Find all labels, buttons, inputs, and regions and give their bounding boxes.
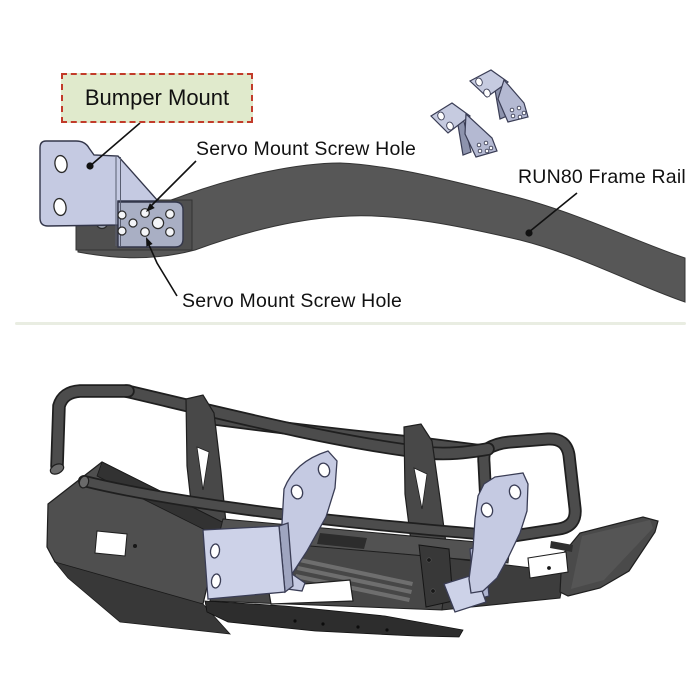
- tube-end-cap: [78, 475, 90, 489]
- bumper-assembly-illustration: [46, 384, 659, 638]
- bumper-mount-label: Bumper Mount: [84, 85, 230, 110]
- left-mount-bracket: [202, 450, 338, 600]
- end-plate-bolt: [430, 588, 436, 594]
- left-upright: [185, 394, 227, 530]
- skid-plate: [204, 600, 464, 638]
- left-horn-tube: [49, 384, 135, 475]
- section-divider: [15, 322, 686, 325]
- servo-mount-screw-hole-label-bottom: Servo Mount Screw Hole: [182, 290, 403, 312]
- callout-leaders: [86, 122, 578, 297]
- servo-mount-screw-hole-label-top: Servo Mount Screw Hole: [196, 138, 417, 160]
- bracket-oval-holes: [53, 154, 68, 217]
- right-wing-recess: [550, 541, 573, 552]
- left-wing: [46, 461, 231, 635]
- right-mount-bracket: [443, 472, 529, 613]
- left-wing-opening: [94, 530, 128, 557]
- right-wing-bolt: [547, 566, 551, 570]
- servo-bottom-leader: [146, 237, 178, 297]
- right-wing-opening: [527, 551, 569, 579]
- front-slats: [295, 558, 413, 602]
- left-mount-base: [202, 525, 286, 600]
- frame-rail-label: RUN80 Frame Rail: [518, 166, 686, 188]
- bracket-plate: [39, 140, 160, 227]
- right-mount-tall-plate: [468, 472, 529, 594]
- left-wing-chamfer: [53, 561, 231, 635]
- loose-bracket-left: [430, 102, 498, 158]
- frame-rail-band: [77, 162, 686, 303]
- servo-top-leader: [146, 160, 197, 212]
- tray-recess: [317, 533, 367, 549]
- bumper-mount-bracket-illustration: [39, 140, 184, 248]
- bumper-mount-leader: [86, 122, 141, 170]
- left-wing-bolt: [133, 544, 137, 548]
- lower-cross-tube: [78, 475, 503, 542]
- loose-brackets-illustration: [430, 69, 529, 158]
- right-wing: [527, 516, 659, 597]
- loose-bracket-right: [468, 69, 529, 123]
- bumper-mount-callout-box: Bumper Mount: [61, 73, 253, 123]
- right-hoop-tube: [477, 432, 582, 544]
- end-plate-bolt: [426, 557, 432, 563]
- tube-end-cap: [49, 463, 65, 475]
- servo-screw-holes: [117, 208, 175, 237]
- frame-rail-leader: [525, 192, 578, 237]
